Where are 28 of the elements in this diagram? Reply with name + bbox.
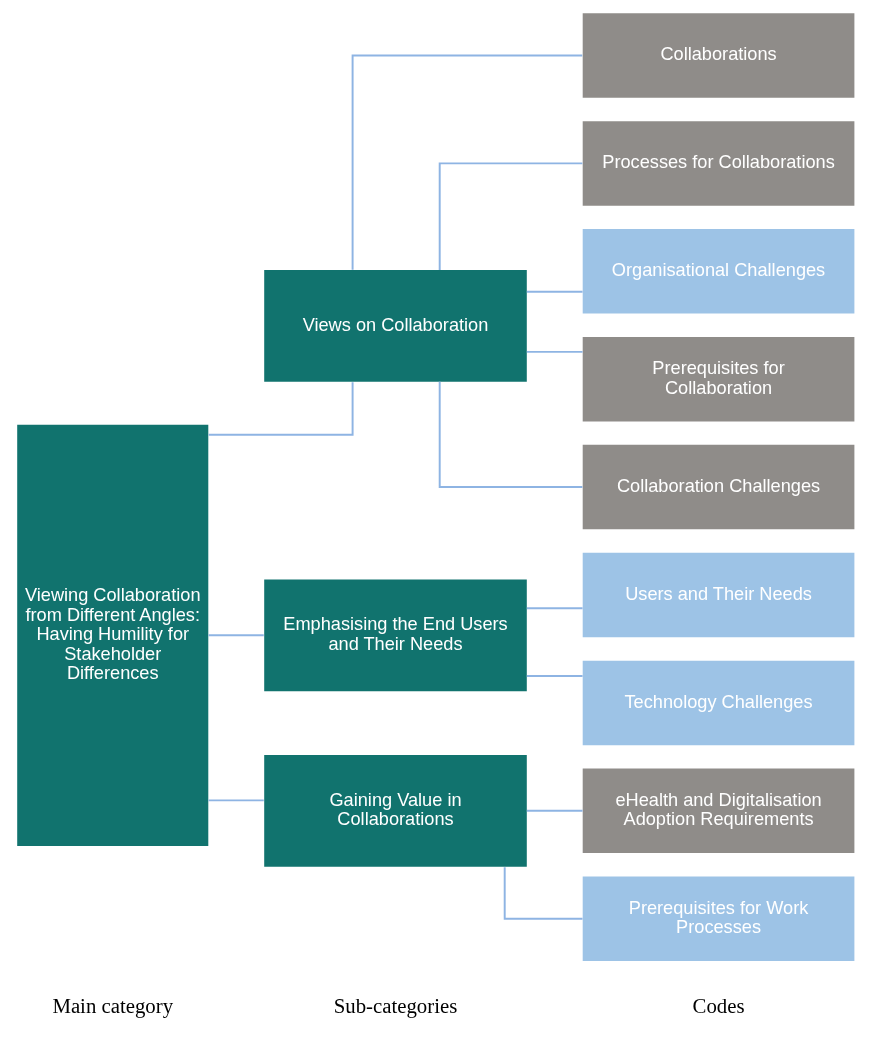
connector (438, 162, 584, 271)
node-box: Processes for Collaborations (582, 121, 855, 206)
node-box: Emphasising the End Users and Their Needs (264, 579, 527, 692)
node-box: eHealth and Digitalisation Adoption Requirements (582, 768, 855, 854)
connector (525, 674, 584, 677)
node-box: Gaining Value in Collaborations (264, 754, 527, 867)
node-box: Collaboration Challenges (582, 444, 855, 530)
node-box: Viewing Collaboration from Different Angles: Having Humility for Stakeholder Differences (17, 424, 209, 846)
node-box: Users and Their Needs (582, 552, 855, 638)
connector (525, 350, 584, 353)
node-box: Views on Collaboration (264, 270, 527, 382)
connector (207, 634, 265, 637)
node-box: Collaborations (582, 13, 855, 98)
connector (525, 607, 584, 610)
node-box: Prerequisites for Collaboration (582, 336, 855, 422)
label: Main category (52, 994, 174, 1018)
connector (438, 380, 584, 489)
connector (525, 809, 584, 812)
connector (351, 54, 584, 271)
label: Codes (692, 994, 745, 1018)
label: Sub-categories (333, 994, 458, 1018)
node-box: Prerequisites for Work Processes (582, 876, 855, 961)
connector (207, 799, 265, 802)
connector (525, 290, 584, 293)
connector (207, 381, 354, 436)
node-box: Technology Challenges (582, 660, 855, 746)
node-box: Organisational Challenges (582, 229, 855, 314)
connector (503, 866, 584, 920)
